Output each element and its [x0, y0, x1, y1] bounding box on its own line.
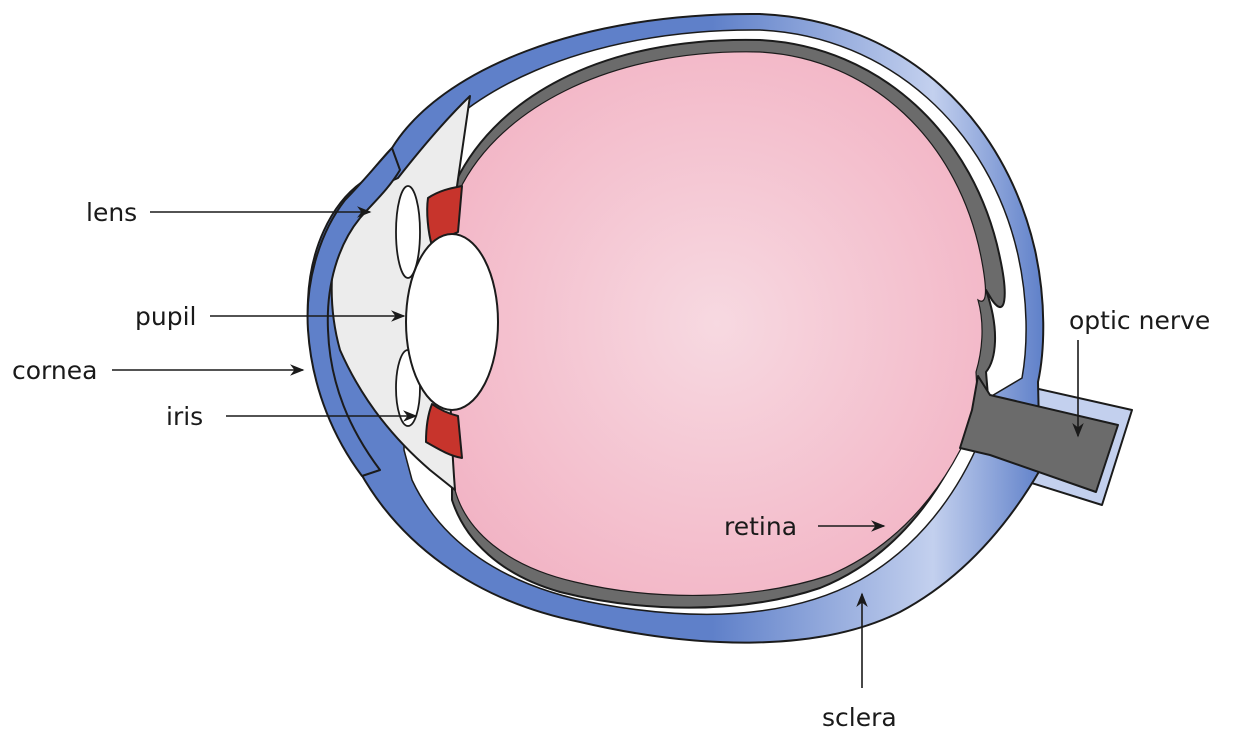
label-lens: lens: [86, 198, 137, 227]
label-pupil: pupil: [135, 302, 196, 331]
label-optic-nerve: optic nerve: [1069, 306, 1210, 335]
vitreous-body: [448, 52, 985, 596]
label-retina: retina: [724, 512, 797, 541]
label-cornea: cornea: [12, 356, 97, 385]
lens-body: [406, 234, 498, 410]
label-iris: iris: [166, 402, 203, 431]
label-sclera: sclera: [822, 703, 897, 732]
